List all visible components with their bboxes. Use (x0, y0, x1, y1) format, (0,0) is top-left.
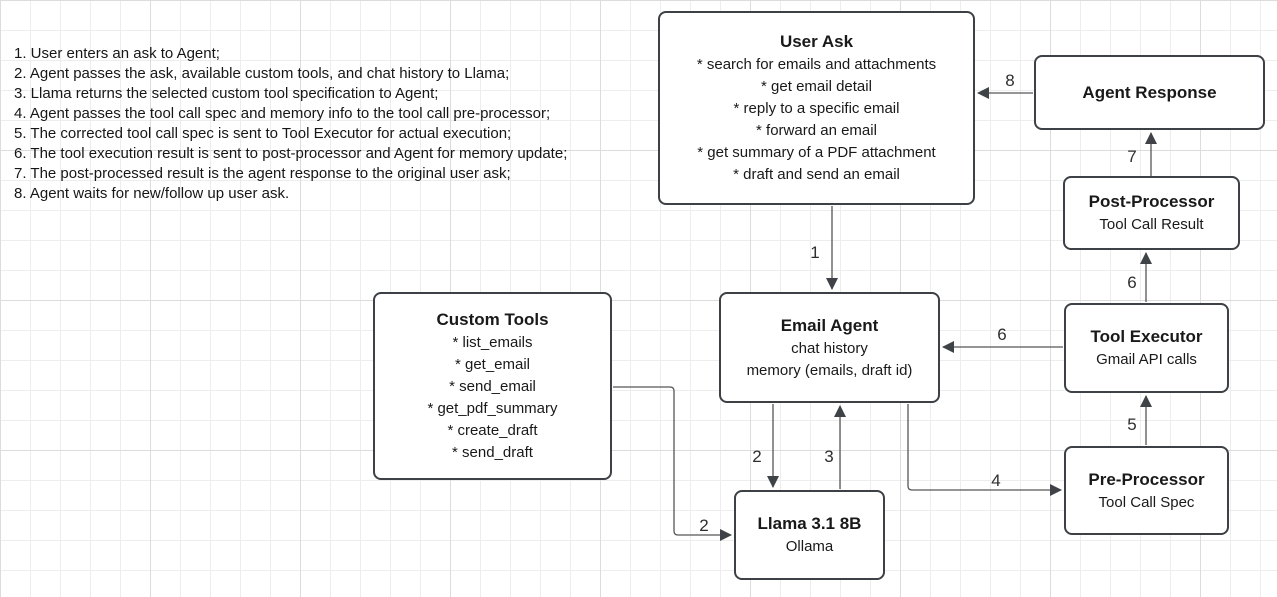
pre-processor-title: Pre-Processor (1088, 469, 1205, 489)
user-ask-item: * search for emails and attachments (696, 56, 937, 73)
arrow-step-2-tools-to-llama (613, 386, 732, 541)
email-agent-memory: memory (emails, draft id) (746, 361, 913, 379)
arrow-label-2-elbow: 2 (699, 516, 708, 535)
arrow-label-3: 3 (824, 447, 833, 466)
post-processor-subtitle: Tool Call Result (1099, 216, 1204, 233)
arrow-label-4: 4 (991, 471, 1000, 490)
custom-tools-item: * send_email (449, 378, 536, 395)
custom-tools-title: Custom Tools (436, 310, 549, 329)
custom-tools-item: * list_emails (452, 334, 533, 351)
custom-tools-node[interactable]: Custom Tools * list_emails * get_email *… (373, 292, 612, 480)
custom-tools-item: * get_pdf_summary (427, 400, 558, 417)
tool-executor-node[interactable]: Tool Executor Gmail API calls (1064, 303, 1229, 393)
llama-subtitle: Ollama (785, 538, 834, 555)
arrow-label-1: 1 (810, 243, 819, 262)
arrow-label-5: 5 (1127, 415, 1136, 434)
arrow-label-8: 8 (1005, 71, 1014, 90)
custom-tools-item: * create_draft (447, 422, 538, 439)
email-agent-chat-history: chat history (791, 339, 868, 357)
user-ask-node[interactable]: User Ask * search for emails and attachm… (658, 11, 975, 205)
agent-response-title: Agent Response (1082, 82, 1217, 102)
note-line: 7. The post-processed result is the agen… (14, 165, 511, 182)
agent-response-node[interactable]: Agent Response (1034, 55, 1265, 130)
note-line: 4. Agent passes the tool call spec and m… (14, 105, 551, 122)
pre-processor-node[interactable]: Pre-Processor Tool Call Spec (1064, 446, 1229, 535)
arrow-label-2-vertical: 2 (752, 447, 761, 466)
arrow-label-7: 7 (1127, 147, 1136, 166)
note-line: 1. User enters an ask to Agent; (14, 45, 220, 62)
user-ask-title: User Ask (779, 32, 854, 51)
custom-tools-item: * send_draft (452, 444, 533, 461)
note-line: 8. Agent waits for new/follow up user as… (14, 185, 290, 202)
email-agent-node[interactable]: Email Agent chat history memory (emails,… (719, 292, 940, 403)
step-notes: 1. User enters an ask to Agent; 2. Agent… (14, 44, 567, 204)
arrow-label-6-horizontal: 6 (997, 325, 1006, 344)
llama-title: Llama 3.1 8B (757, 514, 862, 533)
user-ask-item: * draft and send an email (733, 166, 900, 183)
email-agent-title: Email Agent (780, 315, 879, 335)
custom-tools-item: * get_email (454, 356, 531, 373)
post-processor-title: Post-Processor (1088, 192, 1215, 211)
note-line: 3. Llama returns the selected custom too… (14, 85, 439, 102)
user-ask-item: * reply to a specific email (733, 100, 900, 117)
note-line: 2. Agent passes the ask, available custo… (14, 65, 510, 82)
post-processor-node[interactable]: Post-Processor Tool Call Result (1063, 176, 1240, 250)
user-ask-item: * get summary of a PDF attachment (697, 144, 936, 161)
user-ask-item: * forward an email (756, 122, 877, 139)
tool-executor-title: Tool Executor (1090, 327, 1203, 346)
arrow-label-6-vertical: 6 (1127, 273, 1136, 292)
tool-executor-subtitle: Gmail API calls (1096, 351, 1197, 368)
llama-node[interactable]: Llama 3.1 8B Ollama (734, 490, 885, 580)
pre-processor-subtitle: Tool Call Spec (1098, 493, 1195, 511)
note-line: 5. The corrected tool call spec is sent … (14, 125, 512, 142)
arrow-step-4-agent-to-pre (907, 404, 1062, 496)
user-ask-item: * get email detail (761, 78, 872, 95)
note-line: 6. The tool execution result is sent to … (14, 145, 568, 162)
